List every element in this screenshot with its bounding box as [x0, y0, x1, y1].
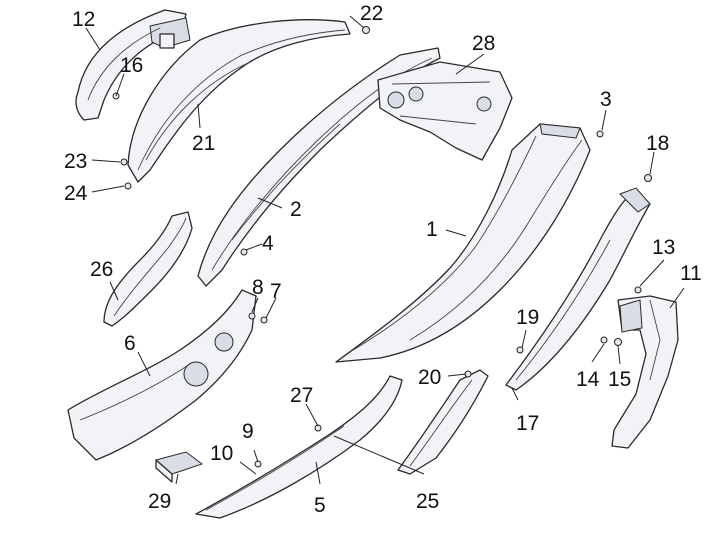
part-21-side-panel	[127, 19, 351, 183]
callout-14: 14	[576, 368, 600, 391]
callout-13: 13	[652, 236, 675, 259]
part-1-rear-fairing	[335, 123, 591, 363]
callout-6: 6	[124, 332, 136, 355]
callout-23: 23	[64, 150, 87, 173]
callout-25: 25	[416, 490, 439, 513]
callout-9: 9	[242, 420, 254, 443]
callout-16: 16	[120, 54, 143, 77]
part-5-bottom-sill	[195, 375, 403, 519]
part-26-bracket-cover	[103, 211, 193, 327]
callout-12: 12	[72, 8, 95, 31]
part-28-inner-panel	[377, 61, 513, 161]
callout-1: 1	[426, 218, 438, 241]
part-25-sill-trim	[397, 369, 489, 475]
callout-19: 19	[516, 306, 539, 329]
callout-labels: 12 16 22 28 3 21 18 23 24 2 1 4 13 26 11…	[64, 2, 702, 517]
callout-10: 10	[210, 442, 233, 465]
leader-lines	[85, 15, 685, 485]
callout-29: 29	[148, 490, 171, 513]
screw-14	[600, 336, 608, 344]
part-17-side-strip	[505, 187, 651, 391]
callout-21: 21	[192, 132, 215, 155]
callout-27: 27	[290, 384, 313, 407]
screw-3	[596, 130, 604, 138]
part-12-handle-cover	[75, 9, 191, 121]
screw-8	[248, 312, 256, 320]
part-11-rear-bracket	[611, 295, 679, 449]
screw-19	[516, 346, 524, 354]
callout-17: 17	[516, 412, 539, 435]
screw-18	[644, 174, 652, 182]
callout-24: 24	[64, 182, 88, 205]
screw-15	[614, 338, 622, 346]
screw-22	[362, 26, 370, 34]
callout-3: 3	[600, 88, 612, 111]
screw-23	[120, 158, 128, 166]
callout-18: 18	[646, 132, 669, 155]
callout-2: 2	[290, 198, 302, 221]
callout-5: 5	[314, 494, 326, 517]
callout-7: 7	[270, 280, 282, 303]
screw-24	[124, 182, 132, 190]
callout-22: 22	[360, 2, 383, 25]
part-6-lower-side	[67, 289, 257, 461]
callout-28: 28	[472, 32, 495, 55]
callout-26: 26	[90, 258, 113, 281]
callout-20: 20	[418, 366, 441, 389]
callout-4: 4	[262, 232, 274, 255]
callout-8: 8	[252, 276, 264, 299]
screw-13	[634, 286, 642, 294]
screw-4	[240, 248, 248, 256]
screw-7	[260, 316, 268, 324]
part-29-sponge-block	[154, 451, 204, 483]
callout-11: 11	[680, 262, 702, 285]
callout-15: 15	[608, 368, 631, 391]
